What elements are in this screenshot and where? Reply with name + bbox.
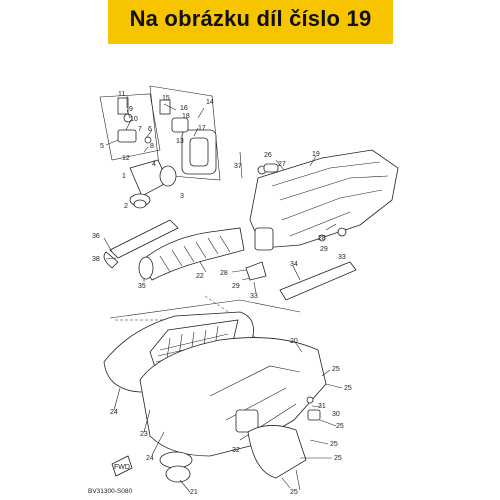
callout-25-a: 25	[332, 366, 340, 373]
callout-25-b: 25	[344, 385, 352, 392]
callout-35: 35	[138, 283, 146, 290]
callout-33-a: 33	[338, 254, 346, 261]
callout-30: 30	[332, 411, 340, 418]
air-cleaner-case	[249, 149, 399, 251]
callout-7: 7	[138, 126, 142, 133]
callout-21: 21	[190, 489, 198, 496]
callout-24-b: 24	[146, 455, 154, 462]
callout-28-a: 28	[318, 235, 326, 242]
diagram-code: BV31300-S080	[88, 488, 133, 495]
callout-29-a: 29	[320, 246, 328, 253]
callout-26: 26	[264, 152, 272, 159]
leader-lines	[103, 96, 343, 493]
callout-25-f: 25	[290, 489, 298, 496]
svg-text:FWD: FWD	[114, 464, 130, 471]
callout-28-b: 28	[220, 270, 228, 277]
callout-3: 3	[180, 193, 184, 200]
callout-10: 10	[130, 116, 138, 123]
callout-25-e: 25	[334, 455, 342, 462]
callout-16: 16	[180, 105, 188, 112]
callout-34: 34	[290, 261, 298, 268]
callout-25-c: 25	[336, 423, 344, 430]
intake-hose	[103, 219, 245, 281]
callout-18: 18	[182, 113, 190, 120]
callout-27: 27	[278, 161, 286, 168]
callout-17: 17	[198, 125, 206, 132]
callout-9: 9	[129, 106, 133, 113]
callout-15: 15	[162, 95, 170, 102]
callout-11: 11	[118, 91, 125, 98]
callout-29-b: 29	[232, 283, 240, 290]
callout-33-b: 33	[250, 293, 258, 300]
callout-23: 23	[140, 431, 148, 438]
callout-31: 31	[318, 403, 326, 410]
callout-13: 13	[176, 138, 184, 145]
callout-2: 2	[124, 203, 128, 210]
callout-19: 19	[312, 151, 320, 158]
callout-1: 1	[122, 173, 126, 180]
callout-6: 6	[148, 126, 152, 133]
callout-4: 4	[152, 161, 156, 168]
callout-22: 22	[196, 273, 204, 280]
throttle-body-assembly	[99, 85, 221, 209]
callout-37: 37	[234, 163, 242, 170]
banner-title: Na obrázku díl číslo 19	[129, 6, 372, 31]
callout-38: 38	[92, 256, 100, 263]
fwd-arrow-icon: FWD	[111, 455, 133, 477]
callout-32: 32	[232, 447, 240, 454]
callout-12: 12	[122, 155, 130, 162]
callout-25-d: 25	[330, 441, 338, 448]
callout-5: 5	[100, 143, 104, 150]
callout-24-a: 24	[110, 409, 118, 416]
callout-8: 8	[150, 143, 154, 150]
callout-numbers: 11 9 10 7 6 5 8 15 16 14 18 17 13 4 12 1…	[92, 91, 352, 496]
part-number-banner: Na obrázku díl číslo 19	[108, 0, 393, 44]
callout-36: 36	[92, 233, 100, 240]
callout-14: 14	[206, 99, 214, 106]
callout-20: 20	[290, 338, 298, 345]
breather-hose	[245, 261, 357, 301]
air-cleaner-cover	[139, 337, 327, 483]
